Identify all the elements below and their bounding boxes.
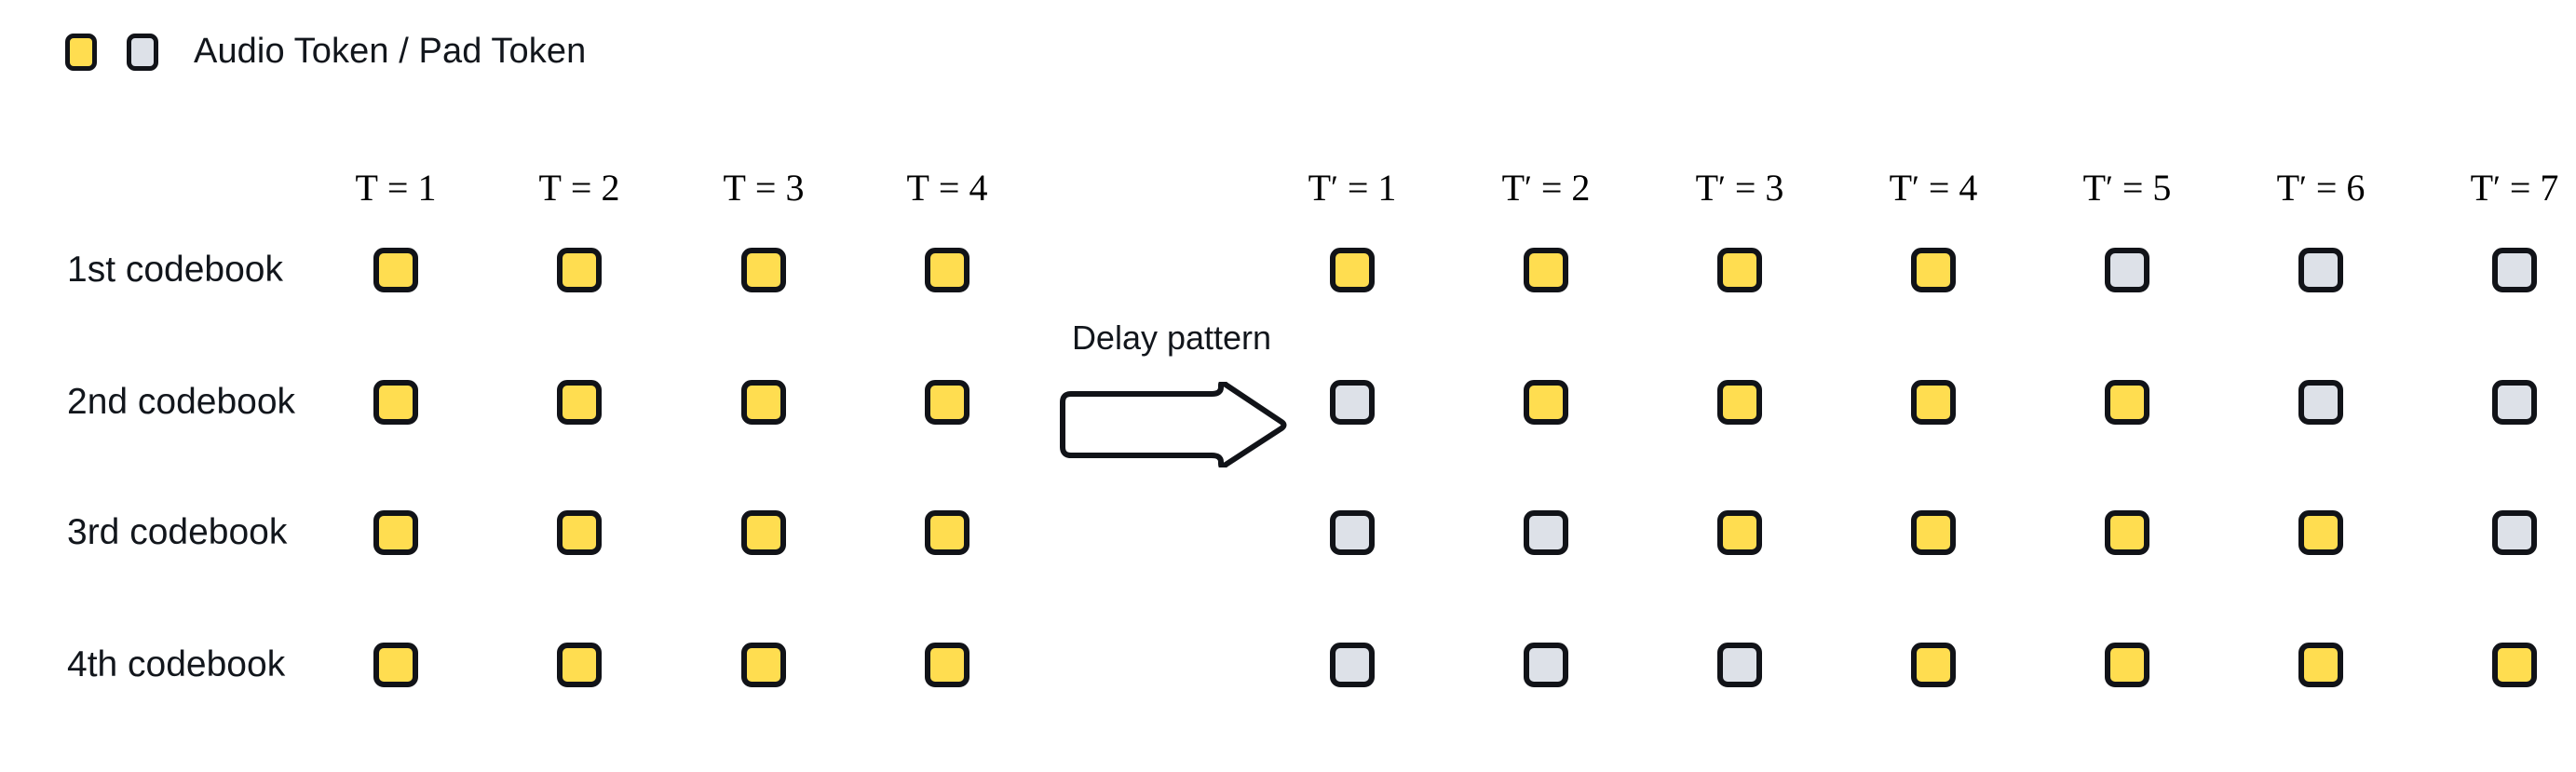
token-delayed-r2-c3-audio (1717, 380, 1762, 425)
column-header-delayed-7: T′ = 7 (2470, 167, 2559, 209)
token-delayed-r3-c3-audio (1717, 510, 1762, 555)
column-header-delayed-2: T′ = 2 (1501, 167, 1591, 209)
token-delayed-r2-c1-pad (1330, 380, 1375, 425)
token-delayed-r1-c4-audio (1911, 248, 1956, 292)
legend-label: Audio Token / Pad Token (194, 32, 587, 71)
column-header-delayed-5: T′ = 5 (2082, 167, 2172, 209)
delay-pattern-label: Delay pattern (1071, 318, 1272, 357)
token-delayed-r4-c6-audio (2298, 643, 2343, 687)
token-delayed-r1-c1-audio (1330, 248, 1375, 292)
token-input-r2-c1-audio (373, 380, 418, 425)
column-header-delayed-6: T′ = 6 (2276, 167, 2366, 209)
token-delayed-r2-c6-pad (2298, 380, 2343, 425)
token-input-r3-c1-audio (373, 510, 418, 555)
column-header-delayed-4: T′ = 4 (1889, 167, 1978, 209)
token-delayed-r2-c4-audio (1911, 380, 1956, 425)
token-input-r3-c3-audio (741, 510, 786, 555)
token-input-r1-c1-audio (373, 248, 418, 292)
token-input-r3-c4-audio (925, 510, 969, 555)
token-delayed-r4-c2-pad (1524, 643, 1568, 687)
token-delayed-r3-c1-pad (1330, 510, 1375, 555)
token-delayed-r3-c7-pad (2492, 510, 2537, 555)
row-label-3: 3rd codebook (67, 512, 288, 552)
row-label-2: 2nd codebook (67, 382, 296, 422)
token-delayed-r3-c5-audio (2105, 510, 2149, 555)
token-delayed-r1-c7-pad (2492, 248, 2537, 292)
row-label-4: 4th codebook (67, 644, 286, 684)
token-delayed-r4-c7-audio (2492, 643, 2537, 687)
column-header-input-3: T = 3 (723, 167, 805, 209)
token-input-r4-c4-audio (925, 643, 969, 687)
column-header-input-4: T = 4 (906, 167, 988, 209)
audio-token-swatch-icon (65, 33, 97, 71)
token-delayed-r4-c3-pad (1717, 643, 1762, 687)
legend: Audio Token / Pad Token (65, 32, 586, 72)
token-input-r3-c2-audio (557, 510, 602, 555)
token-delayed-r2-c7-pad (2492, 380, 2537, 425)
token-input-r1-c4-audio (925, 248, 969, 292)
token-input-r2-c2-audio (557, 380, 602, 425)
column-header-delayed-1: T′ = 1 (1308, 167, 1397, 209)
token-input-r1-c2-audio (557, 248, 602, 292)
token-input-r4-c1-audio (373, 643, 418, 687)
token-delayed-r2-c2-audio (1524, 380, 1568, 425)
column-header-input-1: T = 1 (355, 167, 437, 209)
row-label-1: 1st codebook (67, 250, 284, 290)
pad-token-swatch-icon (127, 33, 158, 71)
token-input-r4-c3-audio (741, 643, 786, 687)
token-input-r2-c3-audio (741, 380, 786, 425)
right-block-arrow-icon (1060, 382, 1287, 467)
token-delayed-r1-c5-pad (2105, 248, 2149, 292)
token-delayed-r3-c4-audio (1911, 510, 1956, 555)
token-delayed-r3-c2-pad (1524, 510, 1568, 555)
token-delayed-r2-c5-audio (2105, 380, 2149, 425)
column-header-delayed-3: T′ = 3 (1695, 167, 1784, 209)
token-input-r2-c4-audio (925, 380, 969, 425)
token-delayed-r4-c1-pad (1330, 643, 1375, 687)
token-delayed-r1-c3-audio (1717, 248, 1762, 292)
token-input-r4-c2-audio (557, 643, 602, 687)
token-input-r1-c3-audio (741, 248, 786, 292)
token-delayed-r3-c6-audio (2298, 510, 2343, 555)
token-delayed-r4-c4-audio (1911, 643, 1956, 687)
token-delayed-r4-c5-audio (2105, 643, 2149, 687)
token-delayed-r1-c6-pad (2298, 248, 2343, 292)
column-header-input-2: T = 2 (538, 167, 620, 209)
token-delayed-r1-c2-audio (1524, 248, 1568, 292)
